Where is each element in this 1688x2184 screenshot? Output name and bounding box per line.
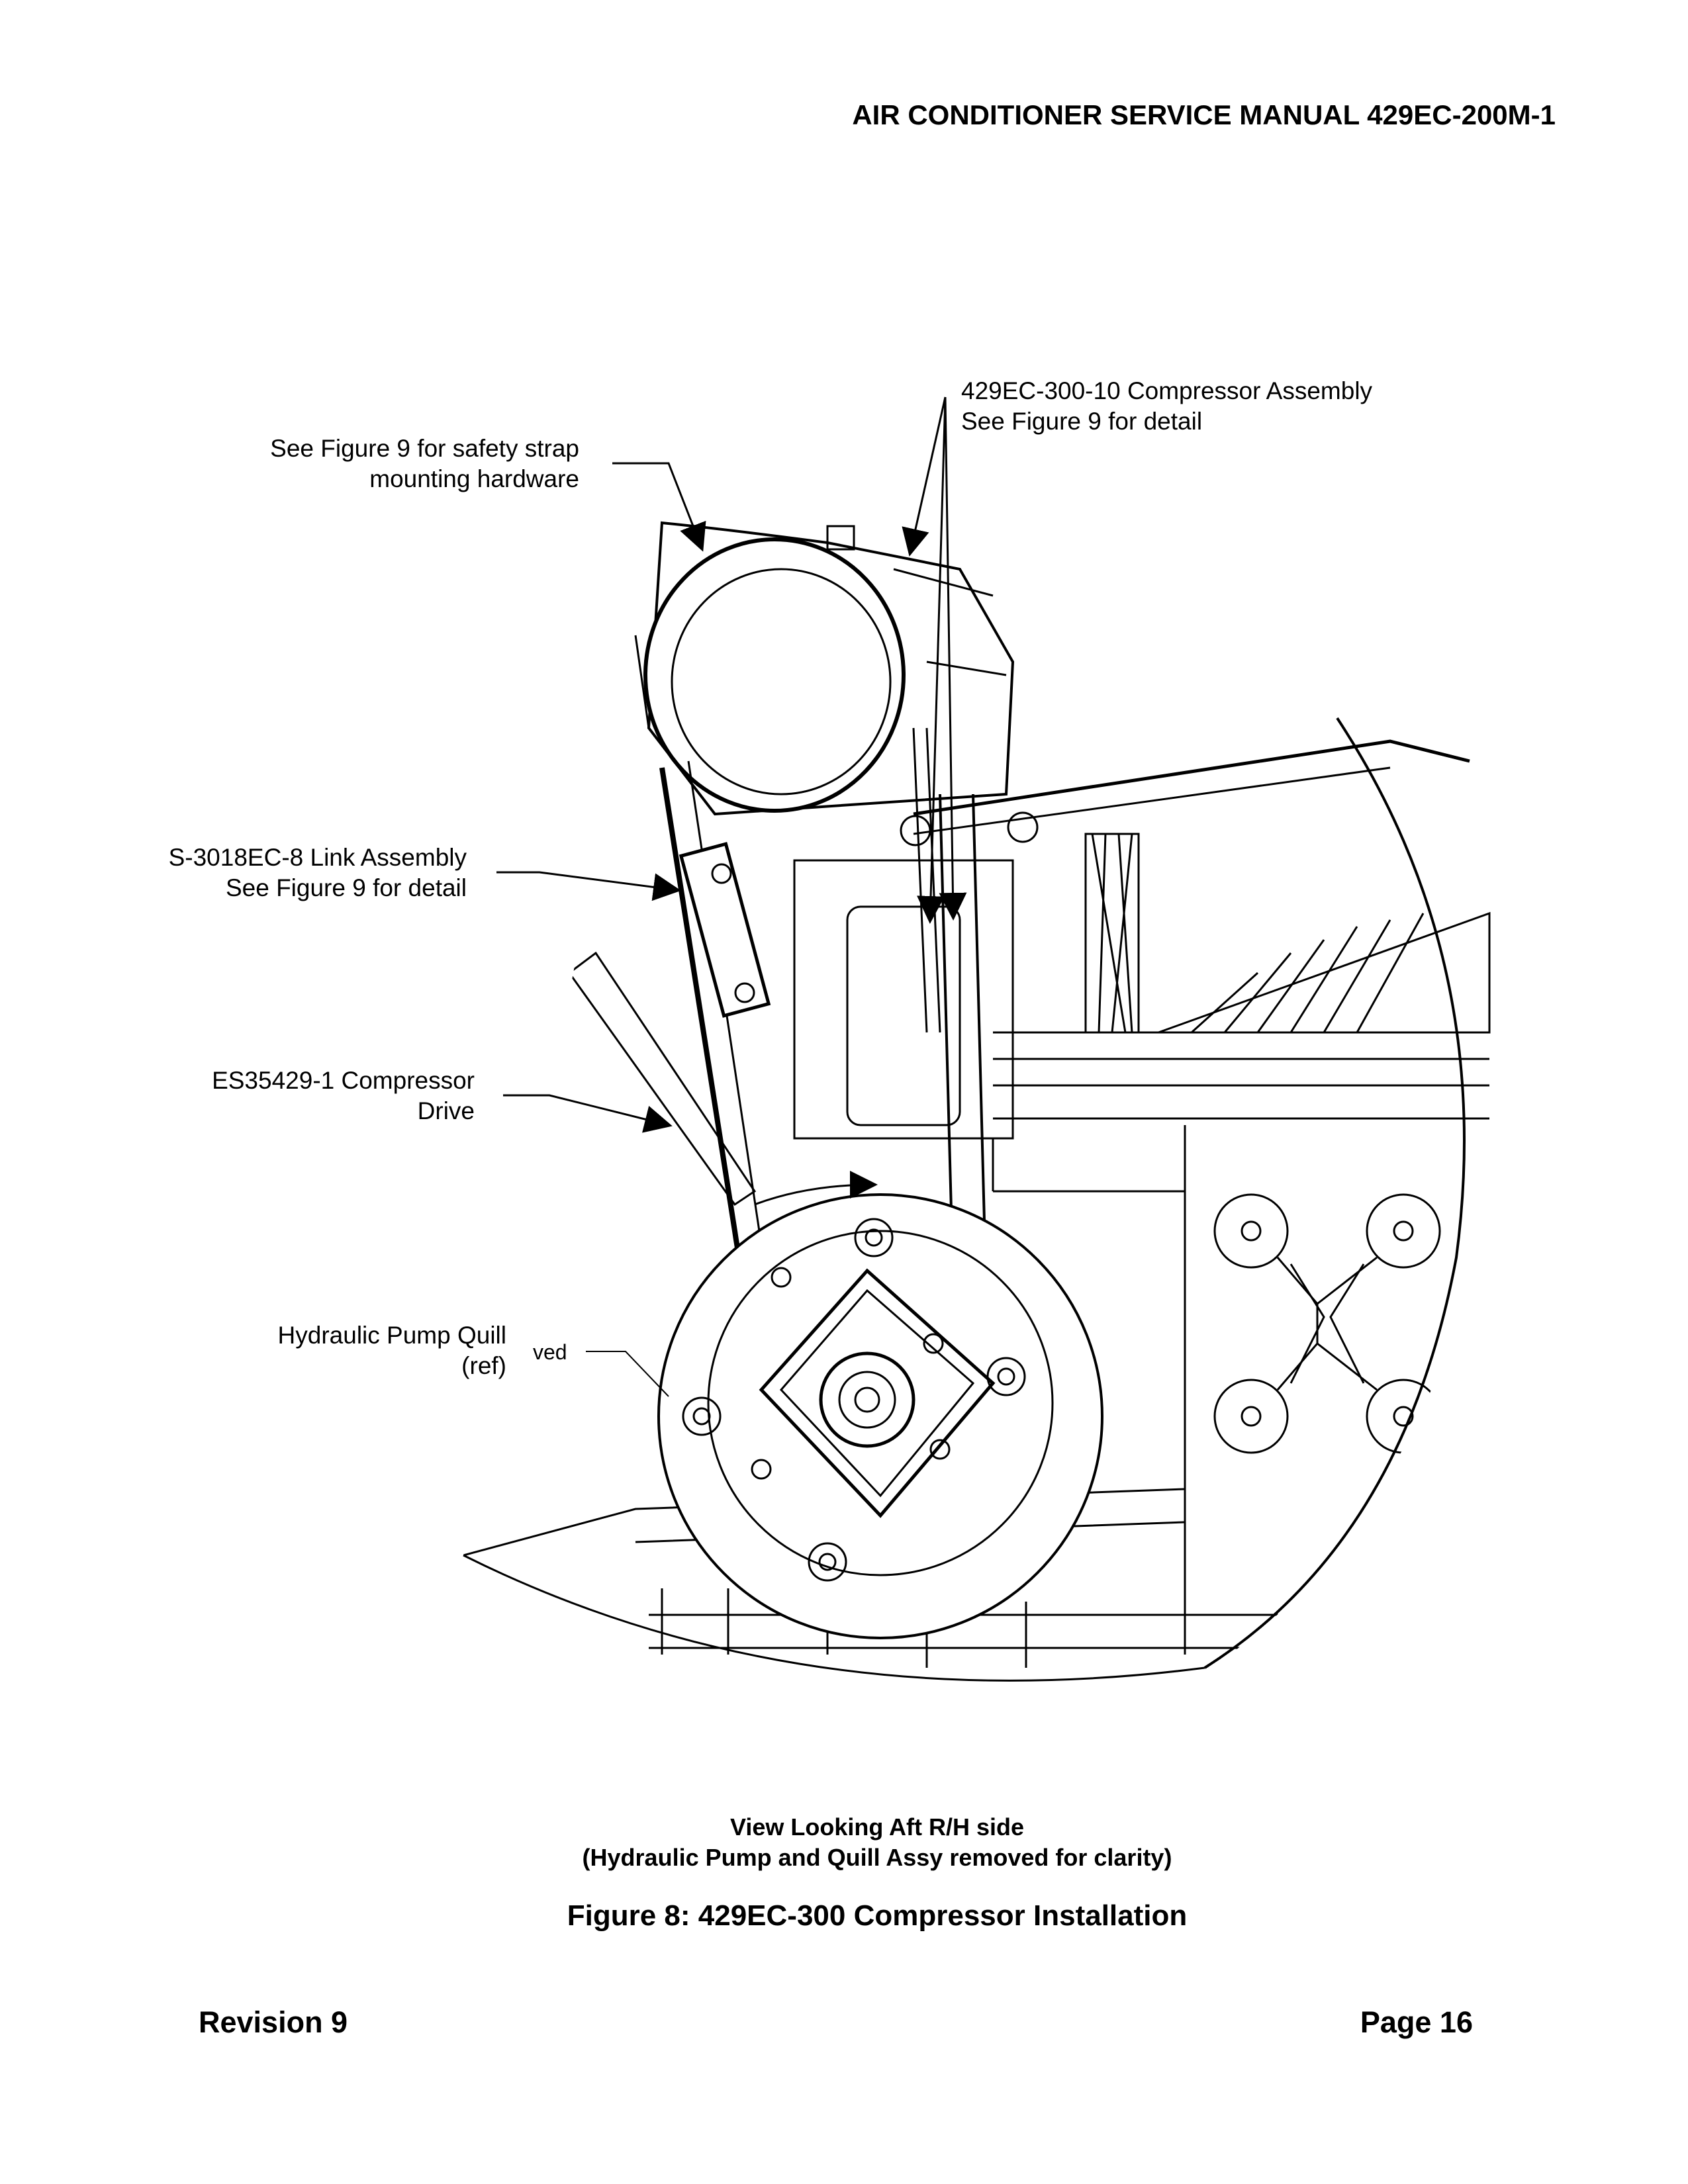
link-assembly-callout-line2: See Figure 9 for detail bbox=[225, 874, 467, 901]
figure-title: Figure 8: 429EC-300 Compressor Installat… bbox=[567, 1899, 1188, 1932]
compressor-drive-callout-line1: ES35429-1 Compressor bbox=[212, 1067, 475, 1094]
document-header: AIR CONDITIONER SERVICE MANUAL 429EC-200… bbox=[852, 99, 1556, 130]
drawing-tag: ved bbox=[533, 1340, 567, 1364]
pump-quill-callout-line1: Hydraulic Pump Quill bbox=[277, 1322, 506, 1349]
page-number: Page 16 bbox=[1360, 2005, 1473, 2039]
pump-quill-callout-line2: (ref) bbox=[461, 1352, 506, 1379]
compressor-assembly-callout-line1: 429EC-300-10 Compressor Assembly bbox=[961, 377, 1373, 404]
safety-strap-callout: See Figure 9 for safety strap mounting h… bbox=[270, 433, 579, 494]
safety-strap-callout-line1: See Figure 9 for safety strap bbox=[270, 435, 579, 462]
view-caption-line1: View Looking Aft R/H side bbox=[729, 1813, 1025, 1841]
compressor-drive-callout: ES35429-1 Compressor Drive bbox=[212, 1066, 475, 1126]
compressor-assembly-callout-line2: See Figure 9 for detail bbox=[961, 408, 1203, 435]
safety-strap-callout-line2: mounting hardware bbox=[369, 465, 579, 492]
revision-label: Revision 9 bbox=[199, 2005, 348, 2039]
link-assembly-callout-line1: S-3018EC-8 Link Assembly bbox=[168, 844, 467, 871]
view-caption-line2: (Hydraulic Pump and Quill Assy removed f… bbox=[582, 1844, 1172, 1871]
compressor-drive-callout-line2: Drive bbox=[417, 1097, 475, 1124]
compressor-assembly-callout: 429EC-300-10 Compressor Assembly See Fig… bbox=[961, 376, 1372, 437]
pump-quill-callout: Hydraulic Pump Quill (ref) bbox=[278, 1320, 506, 1381]
link-assembly-callout: S-3018EC-8 Link Assembly See Figure 9 fo… bbox=[169, 842, 467, 903]
